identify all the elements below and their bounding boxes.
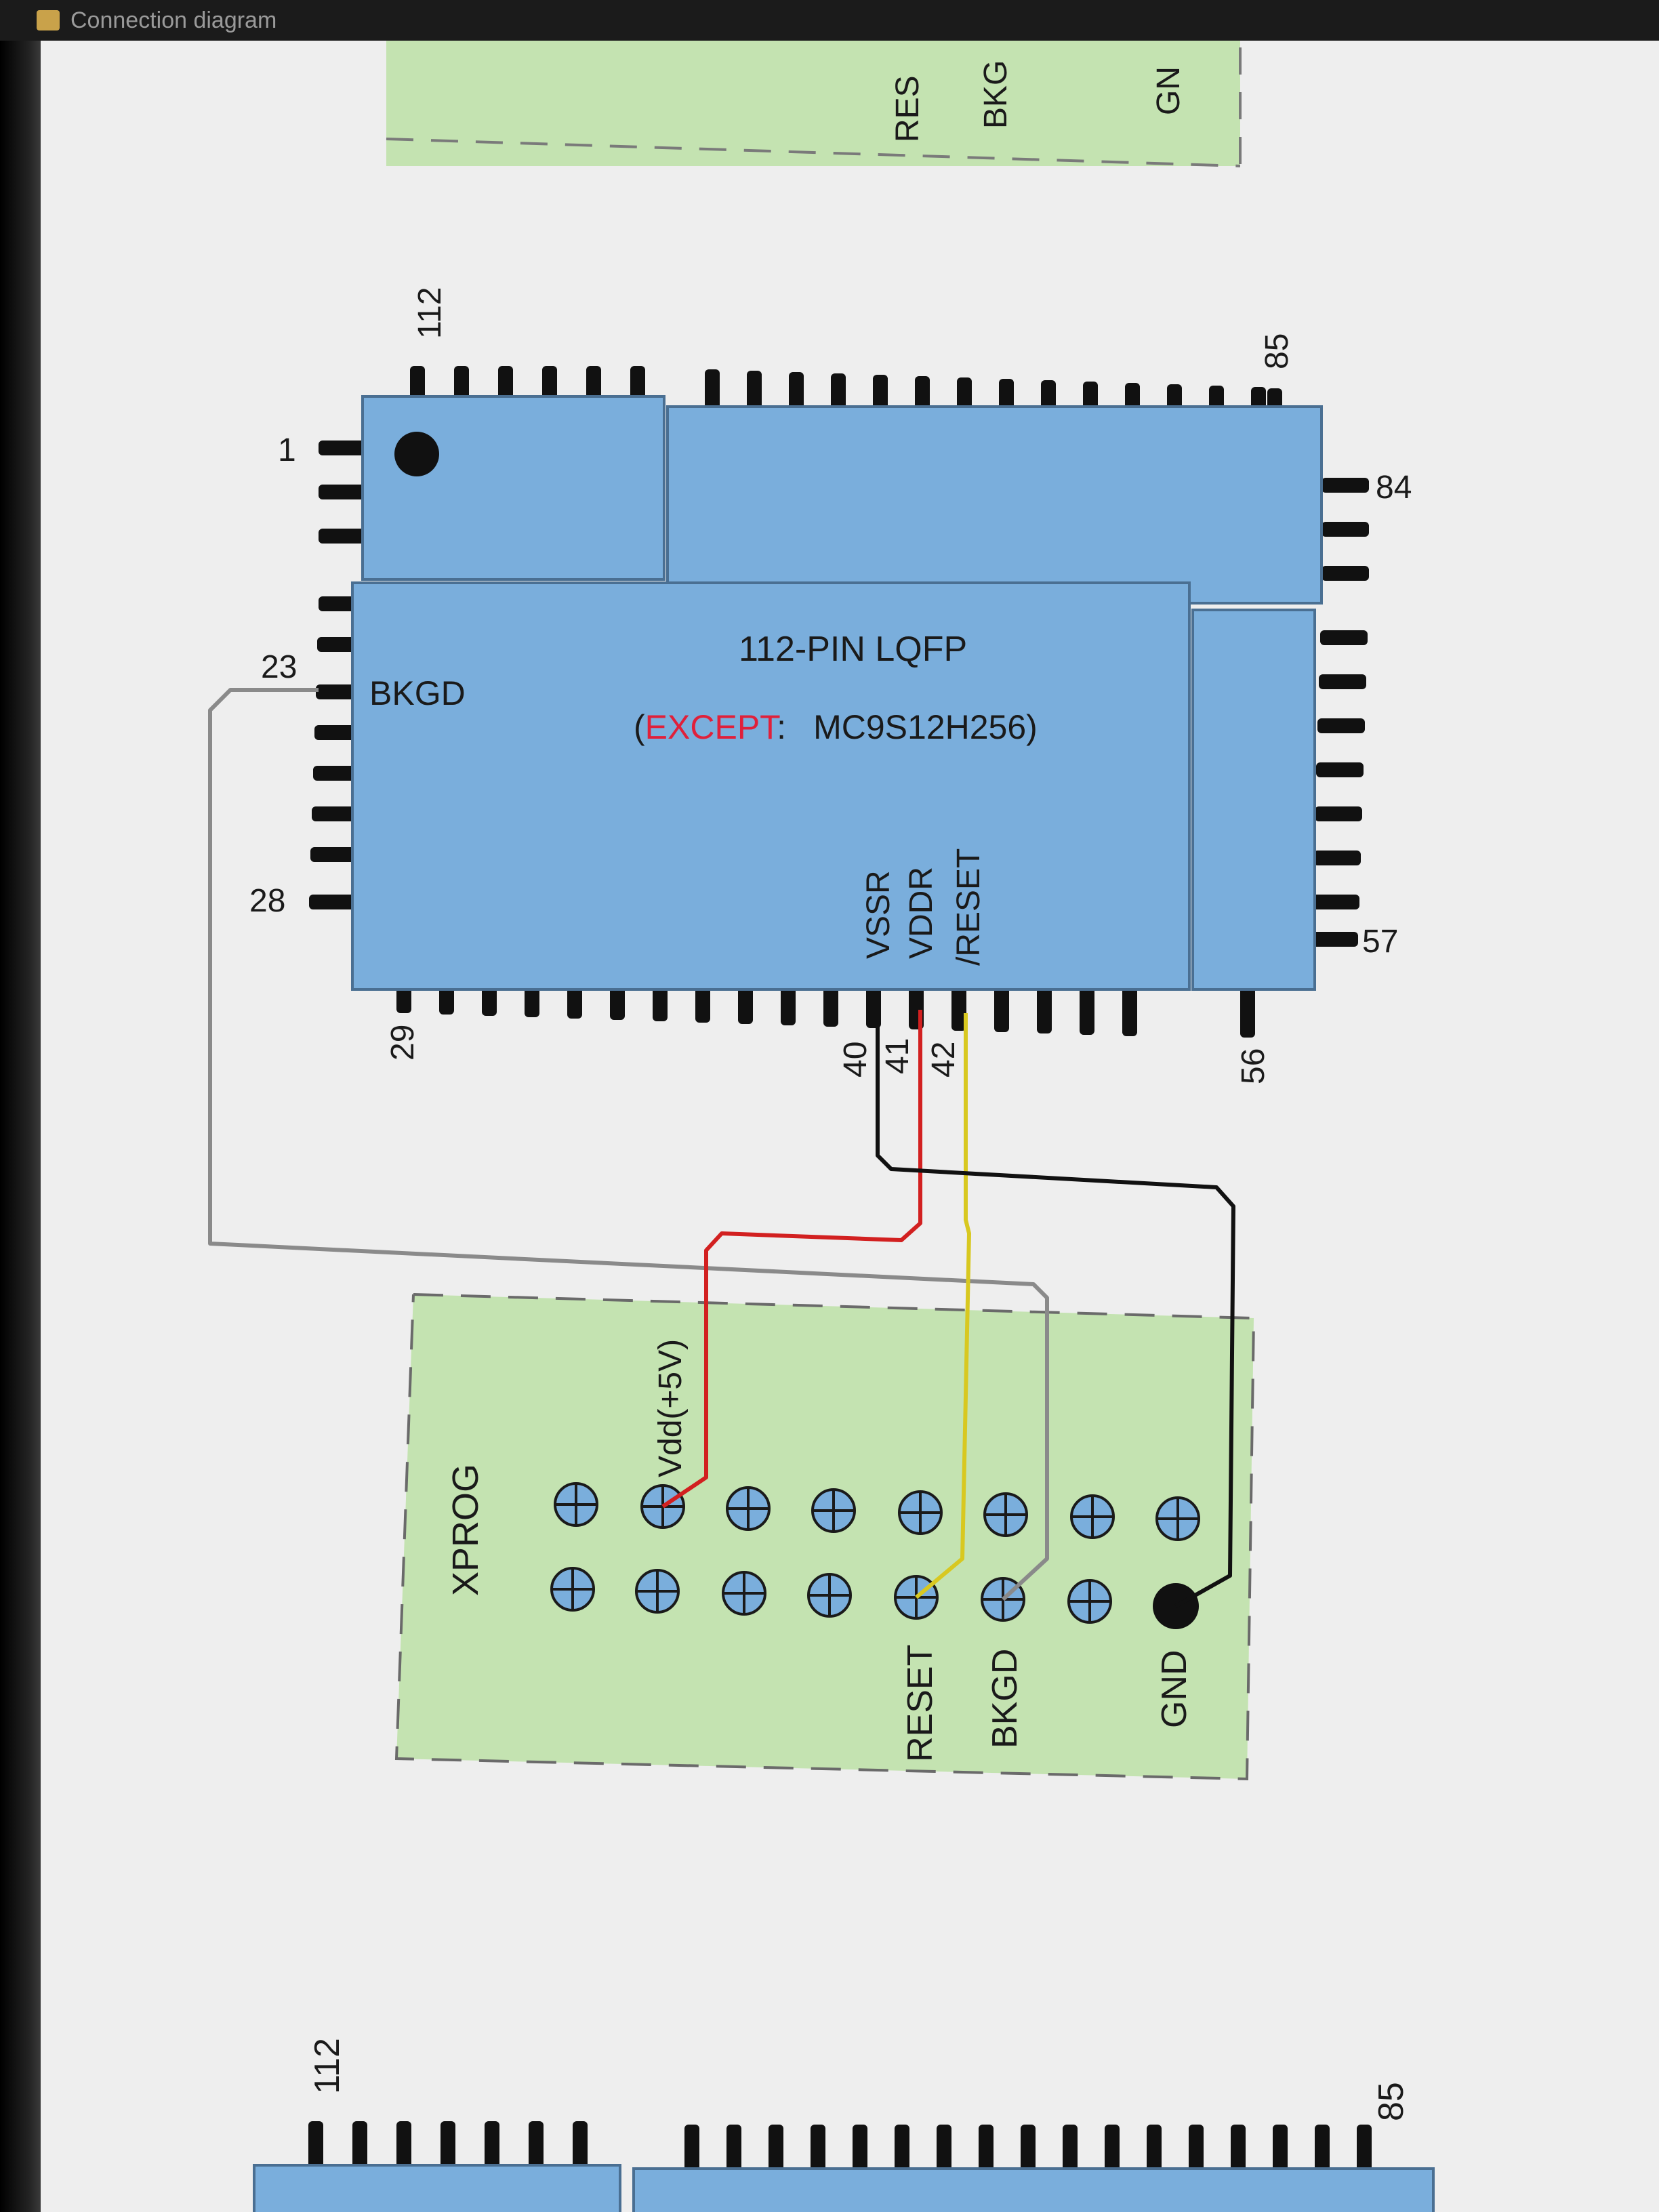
lqfp-chip-body [351,395,1323,991]
pin-number-84: 84 [1376,470,1412,506]
pin-number-57: 57 [1362,924,1398,960]
window-titlebar[interactable]: Connection diagram [0,0,1659,41]
xprog-pin-r2-1 [550,1567,595,1612]
wire-reset [915,1013,971,1599]
xprog-pin-r1-5 [898,1490,943,1535]
xprog-pin-r1-4 [811,1488,856,1533]
xprog-pin-r1-7 [1070,1494,1115,1539]
bottom-partial-chip: 112 85 [253,2038,1435,2212]
window-title: Connection diagram [70,7,277,33]
pin-number-1: 1 [278,432,296,468]
pin-number-112: 112 [412,287,448,339]
top-block-label-res: RES [890,75,926,142]
xprog-pin-r1-8 [1155,1496,1200,1541]
bottom-pin-number-85: 85 [1372,2082,1411,2121]
chip-section-center [351,581,1191,991]
pin-number-23: 23 [261,649,297,685]
pin-number-85: 85 [1259,333,1295,369]
xprog-pin-r2-3 [722,1571,766,1616]
xprog-pin-r1-1 [554,1482,598,1527]
xprog-pin-r2-7 [1067,1579,1112,1624]
xprog-vdd-label: Vdd(+5V) [653,1339,689,1477]
xprog-pin-r2-4 [807,1573,852,1618]
xprog-pin-r1-6 [983,1492,1028,1537]
xprog-block [394,1293,1256,1781]
top-block-label-gn: GN [1151,66,1187,115]
window-edge-shadow [0,0,41,2212]
top-block-label-bkg: BKG [978,60,1014,129]
except-word: EXCEPT [645,708,781,746]
wire-gnd [876,1010,1235,1608]
wires [208,688,1235,1608]
chip-reset-label: /RESET [951,848,987,966]
chip-package-label: 112-PIN LQFP [739,630,967,669]
pin-number-29: 29 [385,1025,421,1061]
app-icon [37,10,60,30]
xprog-pin-r1-3 [726,1486,771,1531]
pin-numbers: 1 112 85 84 23 28 29 40 41 42 56 57 [249,287,1412,1084]
wire-vdd [661,1010,922,1509]
xprog-bkgd-label: BKGD [985,1649,1025,1748]
chip-section-top-right [666,405,1323,605]
right-edge-pins [1311,478,1369,947]
chip-bkgd-label: BKGD [369,674,466,712]
chip-vddr-label: VDDR [903,867,939,959]
xprog-title: XPROG [445,1464,486,1596]
top-partial-xprog-block: RES BKG GN [386,41,1242,167]
xprog-pin-r2-2 [635,1569,680,1614]
chip-section-right [1191,609,1316,991]
wire-bkgd [208,688,1049,1601]
diagram-canvas [41,41,1659,2212]
pin-number-40: 40 [838,1042,874,1078]
xprog-gnd-label: GND [1155,1650,1194,1728]
pin-number-42: 42 [926,1042,962,1078]
pin1-marker-dot [394,432,439,476]
bottom-pin-number-112: 112 [308,2038,347,2094]
pin-number-41: 41 [880,1038,916,1074]
chip-except-note: (EXCEPT:MC9S12H256) [634,708,1038,746]
pin-number-56: 56 [1235,1048,1271,1084]
pin-number-28: 28 [249,883,285,919]
xprog-reset-label: RESET [901,1645,940,1762]
chip-vssr-label: VSSR [861,870,897,959]
chip-section-top-left [361,395,665,581]
